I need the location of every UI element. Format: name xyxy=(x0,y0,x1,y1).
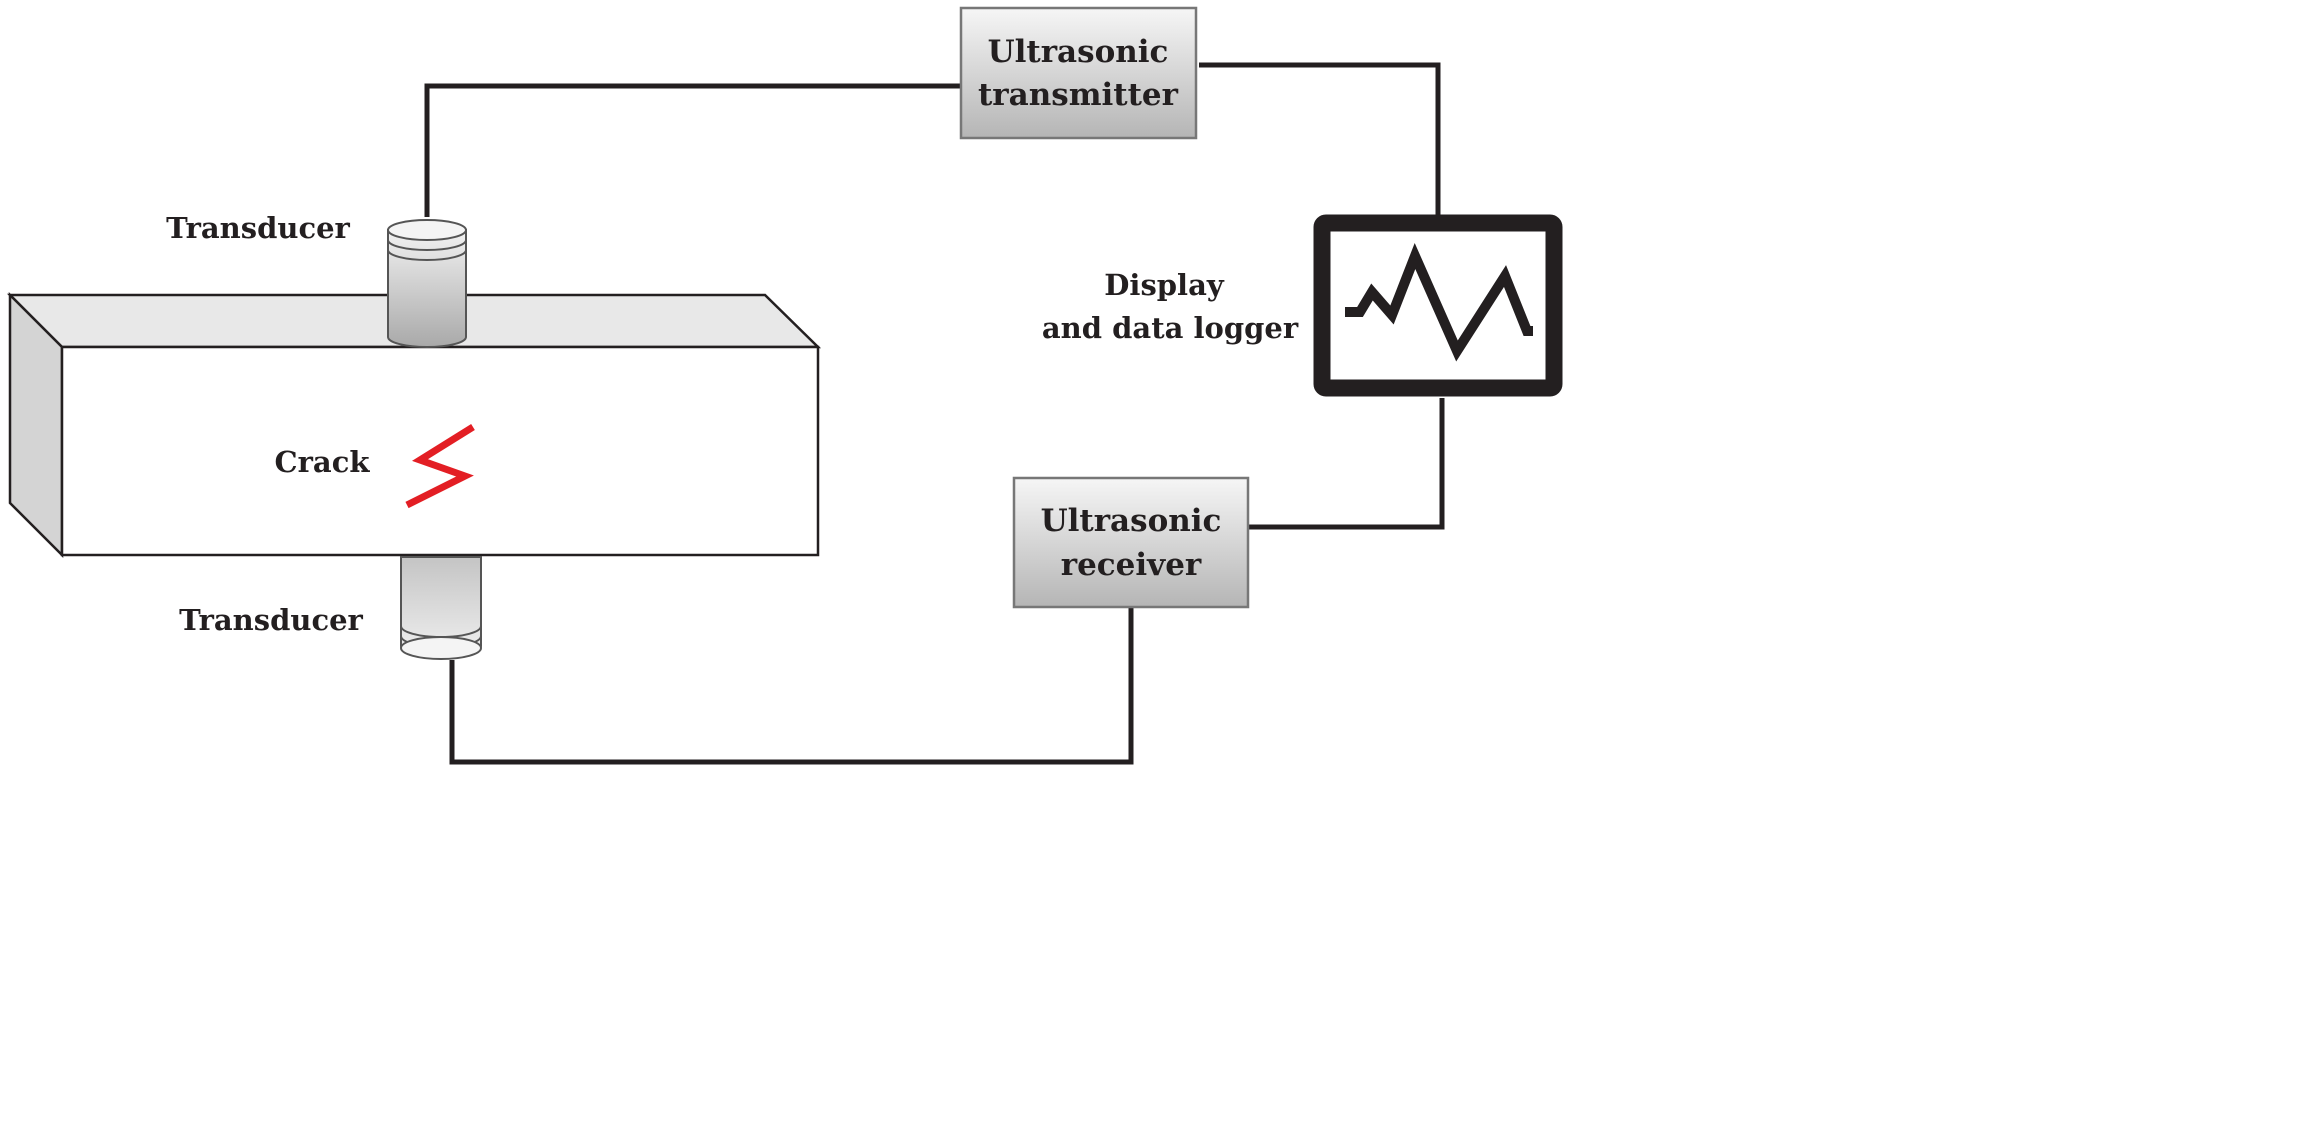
transducer-top xyxy=(387,219,467,348)
ultrasonic-test-diagram: Ultrasonic transmitter Ultrasonic receiv… xyxy=(6,6,1563,765)
transducer-top-label: Transducer xyxy=(166,211,350,245)
wire-transmitter-to-display xyxy=(1199,62,1441,215)
ultrasonic-receiver-box: Ultrasonic receiver xyxy=(1012,476,1250,609)
receiver-label-line1: Ultrasonic xyxy=(1041,503,1222,539)
receiver-label-line2: receiver xyxy=(1061,547,1202,583)
transducer-bottom-label: Transducer xyxy=(179,603,363,637)
display-monitor xyxy=(1313,214,1563,397)
wire-display-to-receiver xyxy=(1249,398,1445,530)
display-label-line1: Display xyxy=(1104,268,1225,302)
transmitter-label-line1: Ultrasonic xyxy=(988,34,1169,70)
transmitter-label-line2: transmitter xyxy=(978,77,1179,113)
test-beam xyxy=(6,291,822,559)
crack-label: Crack xyxy=(275,445,371,479)
transducer-bottom xyxy=(400,556,482,660)
display-label-line2: and data logger xyxy=(1042,311,1299,345)
ultrasonic-transmitter-box: Ultrasonic transmitter xyxy=(959,6,1198,140)
connection-wires xyxy=(424,62,1445,765)
wire-transducer-top-to-transmitter xyxy=(424,83,960,217)
crack-mark xyxy=(405,424,475,509)
waveform-icon xyxy=(1345,242,1533,362)
wire-receiver-to-transducer-bottom xyxy=(449,608,1134,765)
